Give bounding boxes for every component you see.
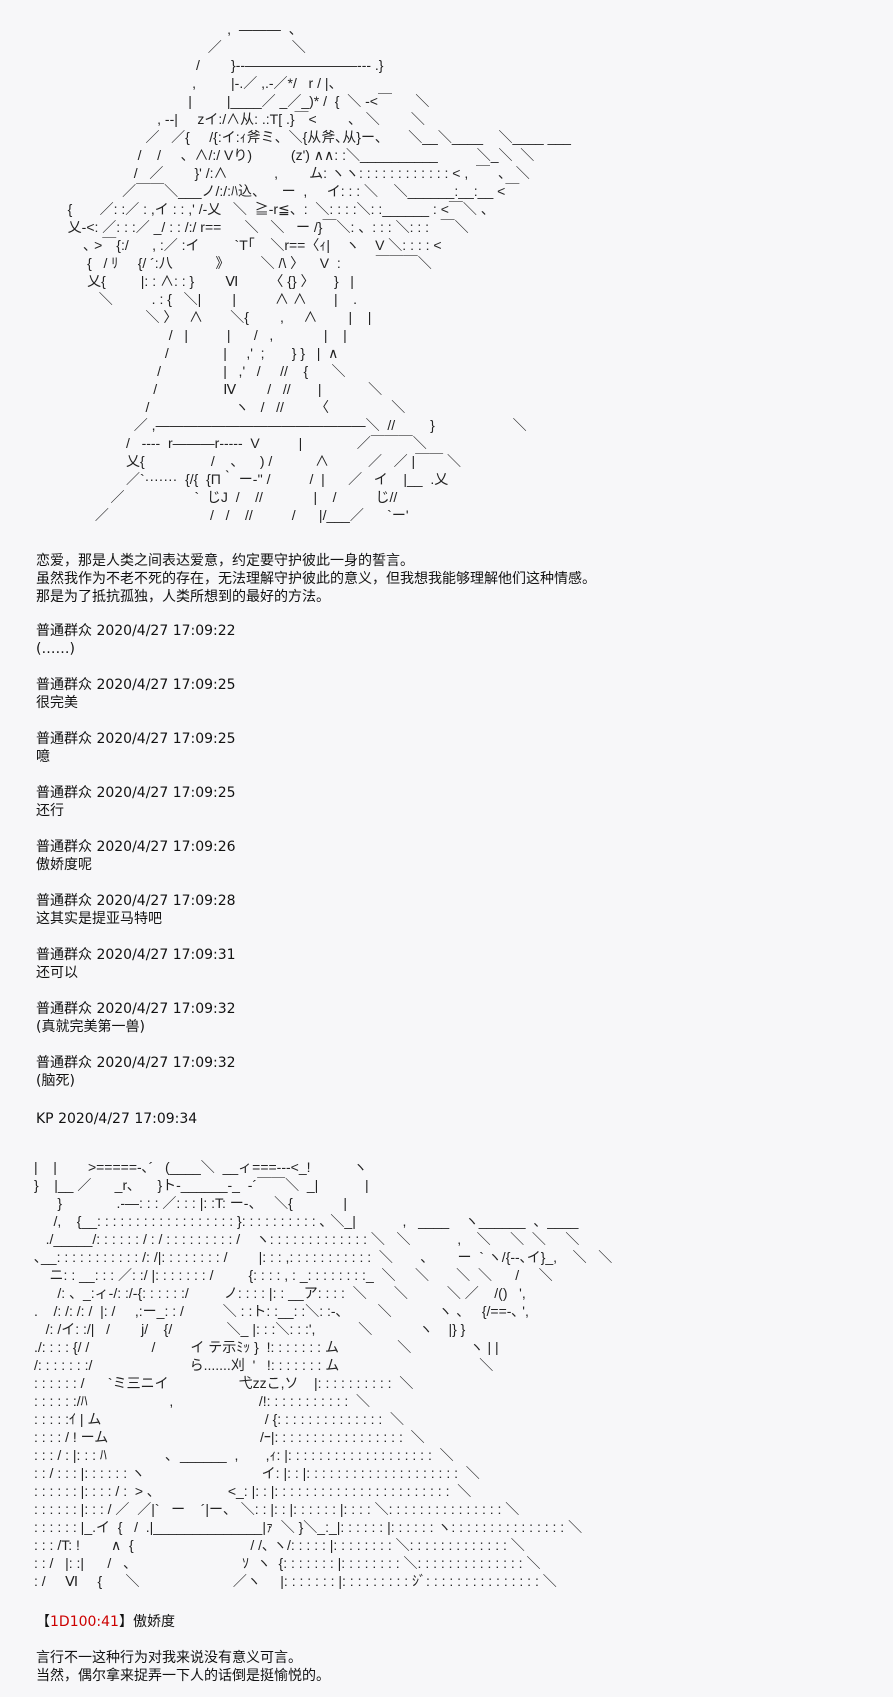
message-text: 傲娇度呢 (36, 857, 92, 873)
dice-label: 傲娇度 (132, 1614, 175, 1630)
message-text: (……) (36, 641, 75, 657)
message-time: 2020/4/27 17:09:32 (96, 1001, 236, 1017)
closing-line: 言行不一这种行为对我来说没有意义可言。 (36, 1650, 302, 1666)
message-time: 2020/4/27 17:09:22 (96, 623, 236, 639)
narration-line: 恋爱，那是人类之间表达爱意，约定要守护彼此一身的誓言。 (36, 553, 414, 569)
message-header: 普通群众 2020/4/27 17:09:32 (36, 1054, 236, 1072)
message-time: 2020/4/27 17:09:26 (96, 839, 236, 855)
bracket-open: 【 (36, 1614, 50, 1630)
message-user: 普通群众 (36, 1001, 92, 1017)
closing-block: 言行不一这种行为对我来说没有意义可言。 当然，偶尔拿来捉弄一下人的话倒是挺愉悦的… (36, 1649, 330, 1685)
narration-line: 那是为了抵抗孤独，人类所想到的最好的方法。 (36, 589, 330, 605)
message-time: 2020/4/27 17:09:25 (96, 677, 236, 693)
message-header: 普通群众 2020/4/27 17:09:25 (36, 784, 236, 802)
dice-result: 【1D100:41】傲娇度 (36, 1613, 175, 1631)
message-user: 普通群众 (36, 947, 92, 963)
message-user: 普通群众 (36, 785, 92, 801)
message-header: 普通群众 2020/4/27 17:09:26 (36, 838, 236, 856)
bracket-close: 】 (118, 1614, 133, 1630)
message-user: 普通群众 (36, 731, 92, 747)
message-header: 普通群众 2020/4/27 17:09:32 (36, 1000, 236, 1018)
kp-header: KP 2020/4/27 17:09:34 (36, 1110, 197, 1128)
message-header: 普通群众 2020/4/27 17:09:25 (36, 730, 236, 748)
message-time: 2020/4/27 17:09:28 (96, 893, 236, 909)
message-user: 普通群众 (36, 1055, 92, 1071)
message-text: 还行 (36, 803, 64, 819)
message-header: 普通群众 2020/4/27 17:09:25 (36, 676, 236, 694)
ascii-art-character-bottom: | | >=====-､´ (____＼ __ィ===---<_! ヽ } |_… (34, 1159, 613, 1589)
message-user: 普通群众 (36, 839, 92, 855)
chat-messages: 普通群众 2020/4/27 17:09:22(……)普通群众 2020/4/2… (36, 622, 236, 1108)
message-text: 这其实是提亚马特吧 (36, 911, 162, 927)
chat-message: 普通群众 2020/4/27 17:09:22(……) (36, 622, 236, 676)
chat-message: 普通群众 2020/4/27 17:09:32(真就完美第一兽) (36, 1000, 236, 1054)
kp-time: 2020/4/27 17:09:34 (58, 1111, 198, 1127)
message-time: 2020/4/27 17:09:25 (96, 731, 236, 747)
message-text: 还可以 (36, 965, 78, 981)
kp-user: KP (36, 1111, 54, 1127)
message-text: (真就完美第一兽) (36, 1019, 145, 1035)
message-user: 普通群众 (36, 893, 92, 909)
message-time: 2020/4/27 17:09:25 (96, 785, 236, 801)
chat-message: 普通群众 2020/4/27 17:09:32(脑死) (36, 1054, 236, 1108)
message-header: 普通群众 2020/4/27 17:09:28 (36, 892, 236, 910)
ascii-art-character-top: , ――― 、 ／ ＼ / }--――――――――--- .} , |-.／ ,… (67, 21, 571, 523)
dice-roll: 1D100:41 (50, 1614, 119, 1630)
message-header: 普通群众 2020/4/27 17:09:22 (36, 622, 236, 640)
message-time: 2020/4/27 17:09:32 (96, 1055, 236, 1071)
closing-line: 当然，偶尔拿来捉弄一下人的话倒是挺愉悦的。 (36, 1668, 330, 1684)
message-text: (脑死) (36, 1073, 75, 1089)
message-header: 普通群众 2020/4/27 17:09:31 (36, 946, 236, 964)
narration-block: 恋爱，那是人类之间表达爱意，约定要守护彼此一身的誓言。 虽然我作为不老不死的存在… (36, 552, 596, 606)
message-user: 普通群众 (36, 677, 92, 693)
message-text: 很完美 (36, 695, 78, 711)
message-user: 普通群众 (36, 623, 92, 639)
message-time: 2020/4/27 17:09:31 (96, 947, 236, 963)
narration-line: 虽然我作为不老不死的存在，无法理解守护彼此的意义，但我想我能够理解他们这种情感。 (36, 571, 596, 587)
message-text: 噫 (36, 749, 50, 765)
